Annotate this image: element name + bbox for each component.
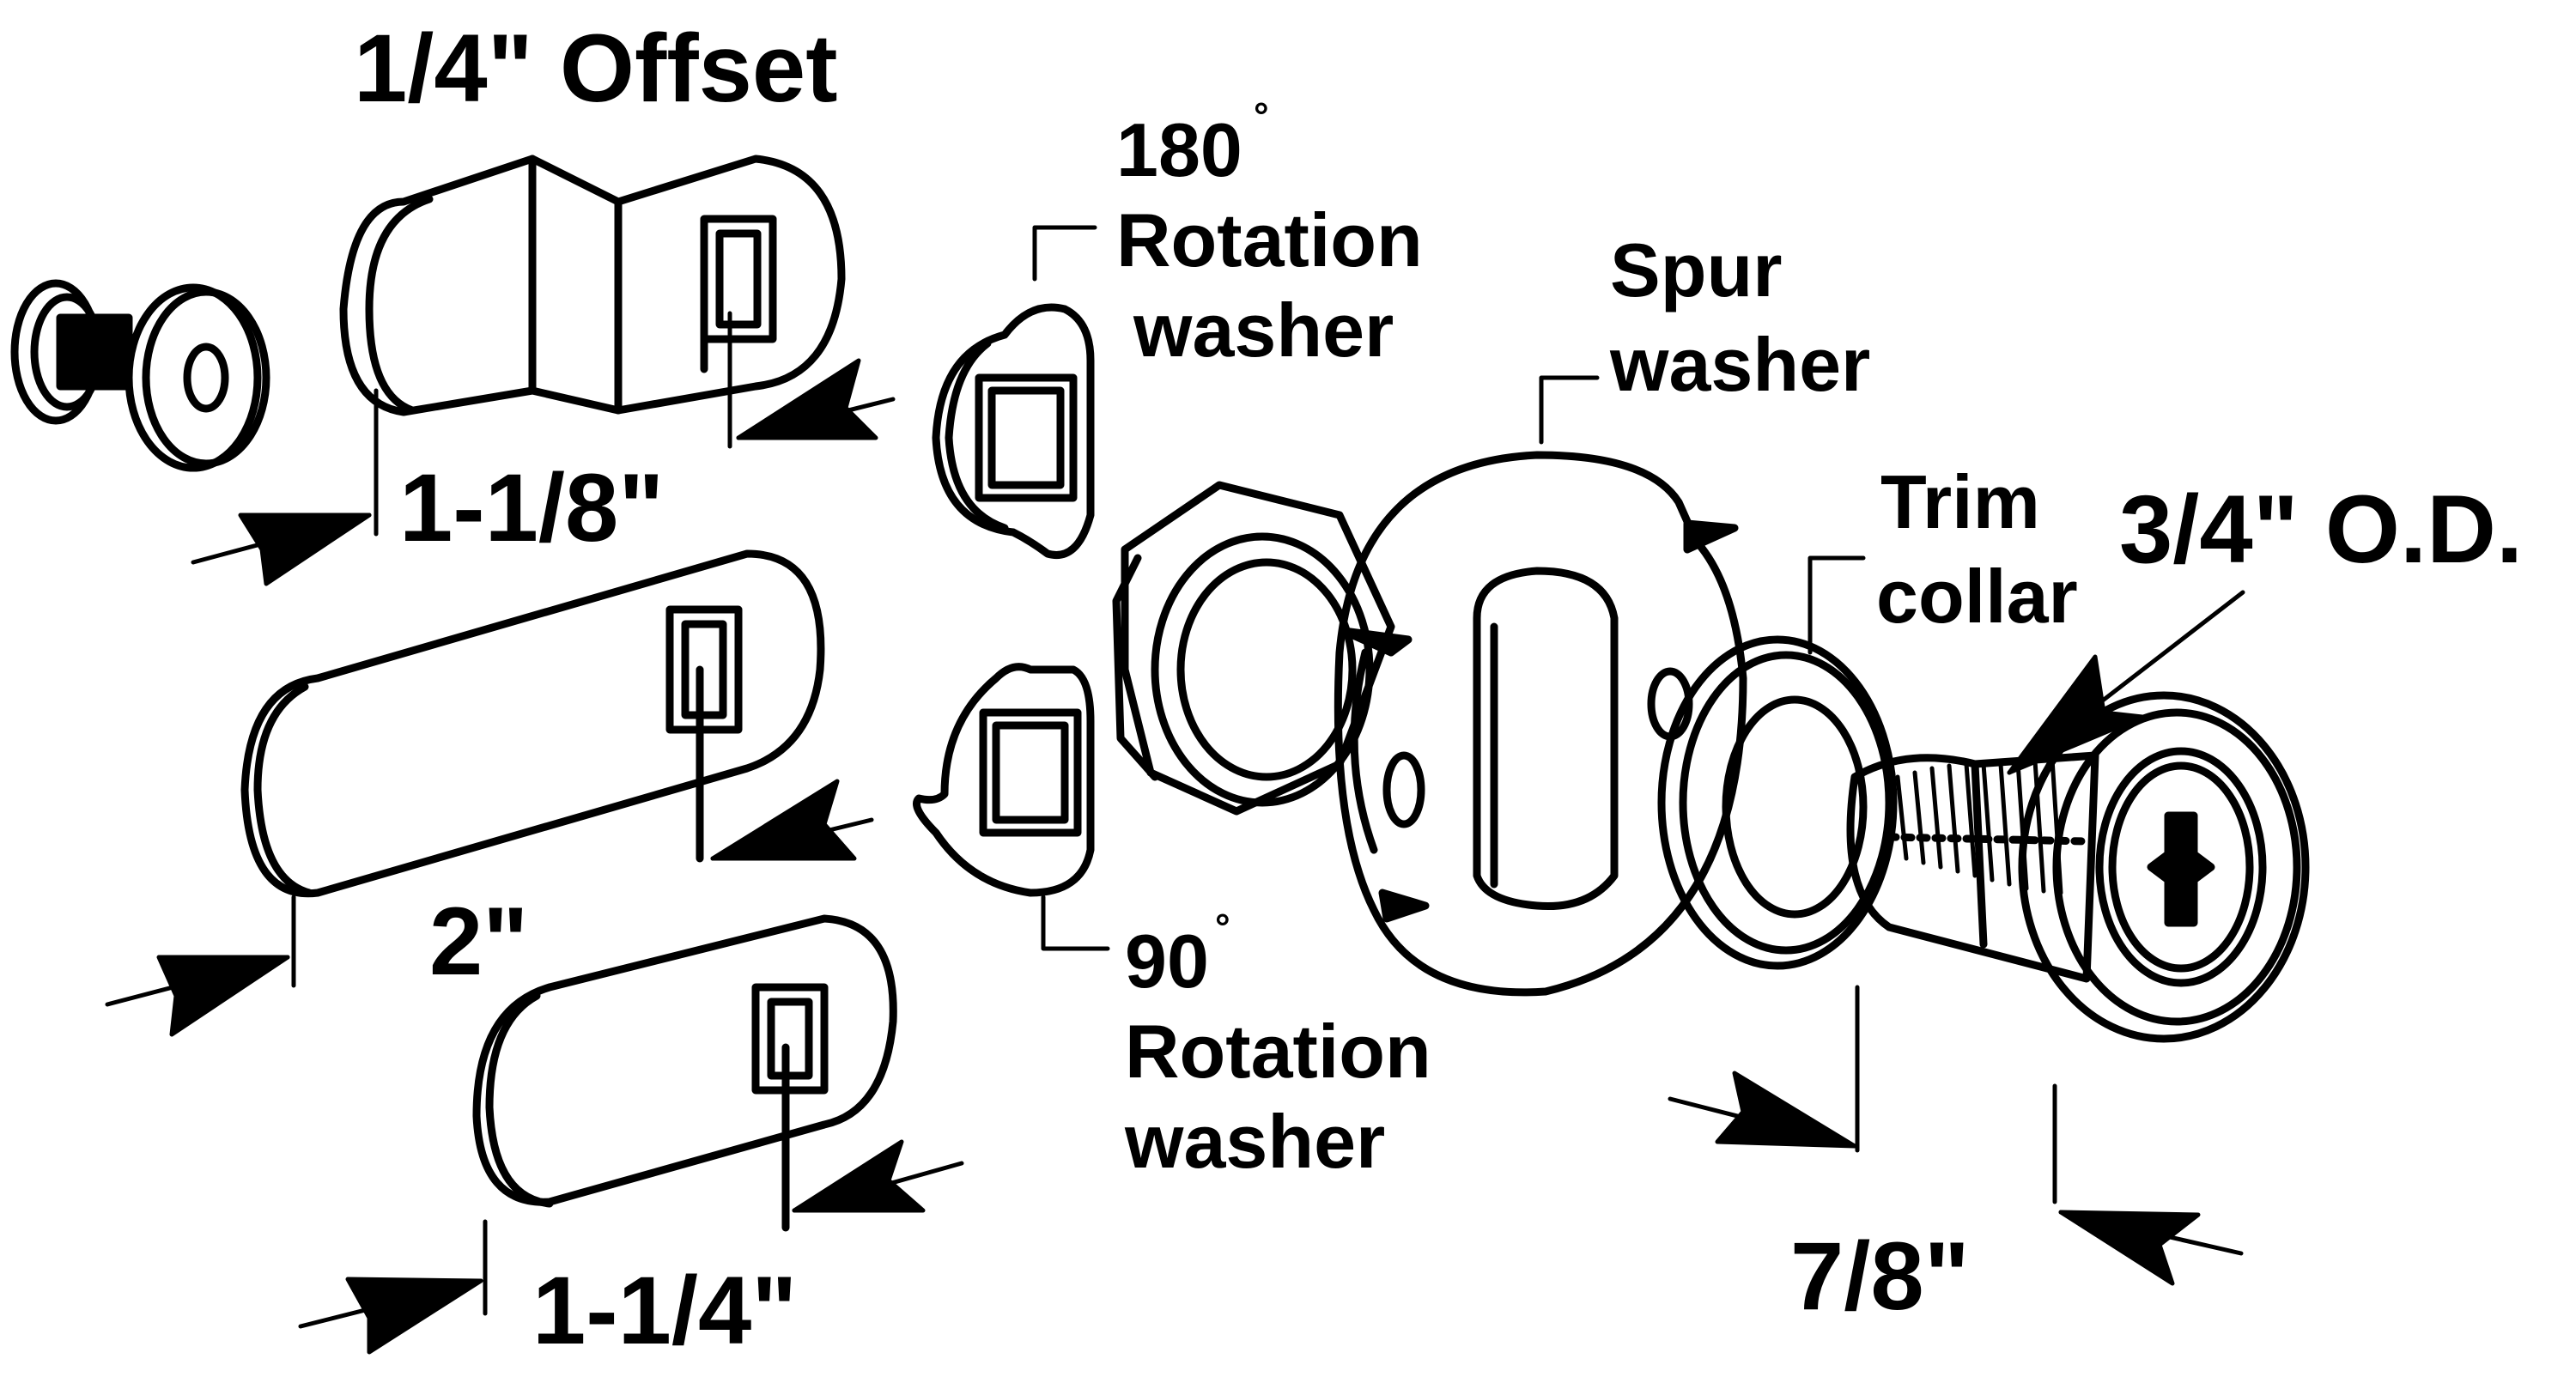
rotation-90-value: 90: [1125, 919, 1209, 1004]
spur-label: Spur: [1610, 227, 1782, 312]
outer-diameter-label: 3/4" O.D.: [2119, 476, 2523, 583]
spur-washer: [1334, 451, 1747, 997]
rotation-90-label: Rotation: [1125, 1009, 1431, 1094]
screw-washer: [125, 283, 270, 472]
trim-label: Trim: [1880, 459, 2040, 544]
trim-collar: [1647, 635, 1898, 970]
rotation-180-washer-label: washer: [1133, 288, 1394, 373]
rotation-washer-90: [913, 663, 1095, 897]
spur-washer-label: washer: [1609, 322, 1870, 407]
labels: 1/4" Offset 1-1/8" 2" 1-1/4" 180 ° Rotat…: [354, 15, 2523, 1364]
dimension-1-1-8-label: 1-1/8": [399, 454, 664, 561]
rotation-washer-180: [932, 303, 1095, 559]
cam-1-1-4-inch: [472, 914, 897, 1232]
dimension-arrows: [105, 358, 2245, 1355]
degree-symbol-90: °: [1215, 907, 1230, 949]
collar-label: collar: [1876, 554, 2078, 639]
rotation-180-value: 180: [1116, 107, 1242, 192]
lock-cylinder: [1846, 691, 2310, 1043]
rotation-180-label: Rotation: [1116, 197, 1423, 282]
dimension-2-label: 2": [429, 888, 528, 995]
cylinder-threads: [1895, 756, 2063, 895]
rotation-90-washer-label: washer: [1124, 1099, 1385, 1184]
dimension-1-1-4-label: 1-1/4": [532, 1257, 797, 1364]
offset-label: 1/4" Offset: [354, 15, 838, 122]
degree-symbol-180: °: [1254, 95, 1269, 137]
screw-part: [10, 279, 133, 425]
dimension-7-8-label: 7/8": [1790, 1222, 1970, 1330]
dimension-lines: [291, 225, 2057, 1316]
offset-cam: [339, 155, 846, 416]
hex-nut: [1112, 481, 1395, 816]
cam-2-inch: [240, 549, 825, 898]
